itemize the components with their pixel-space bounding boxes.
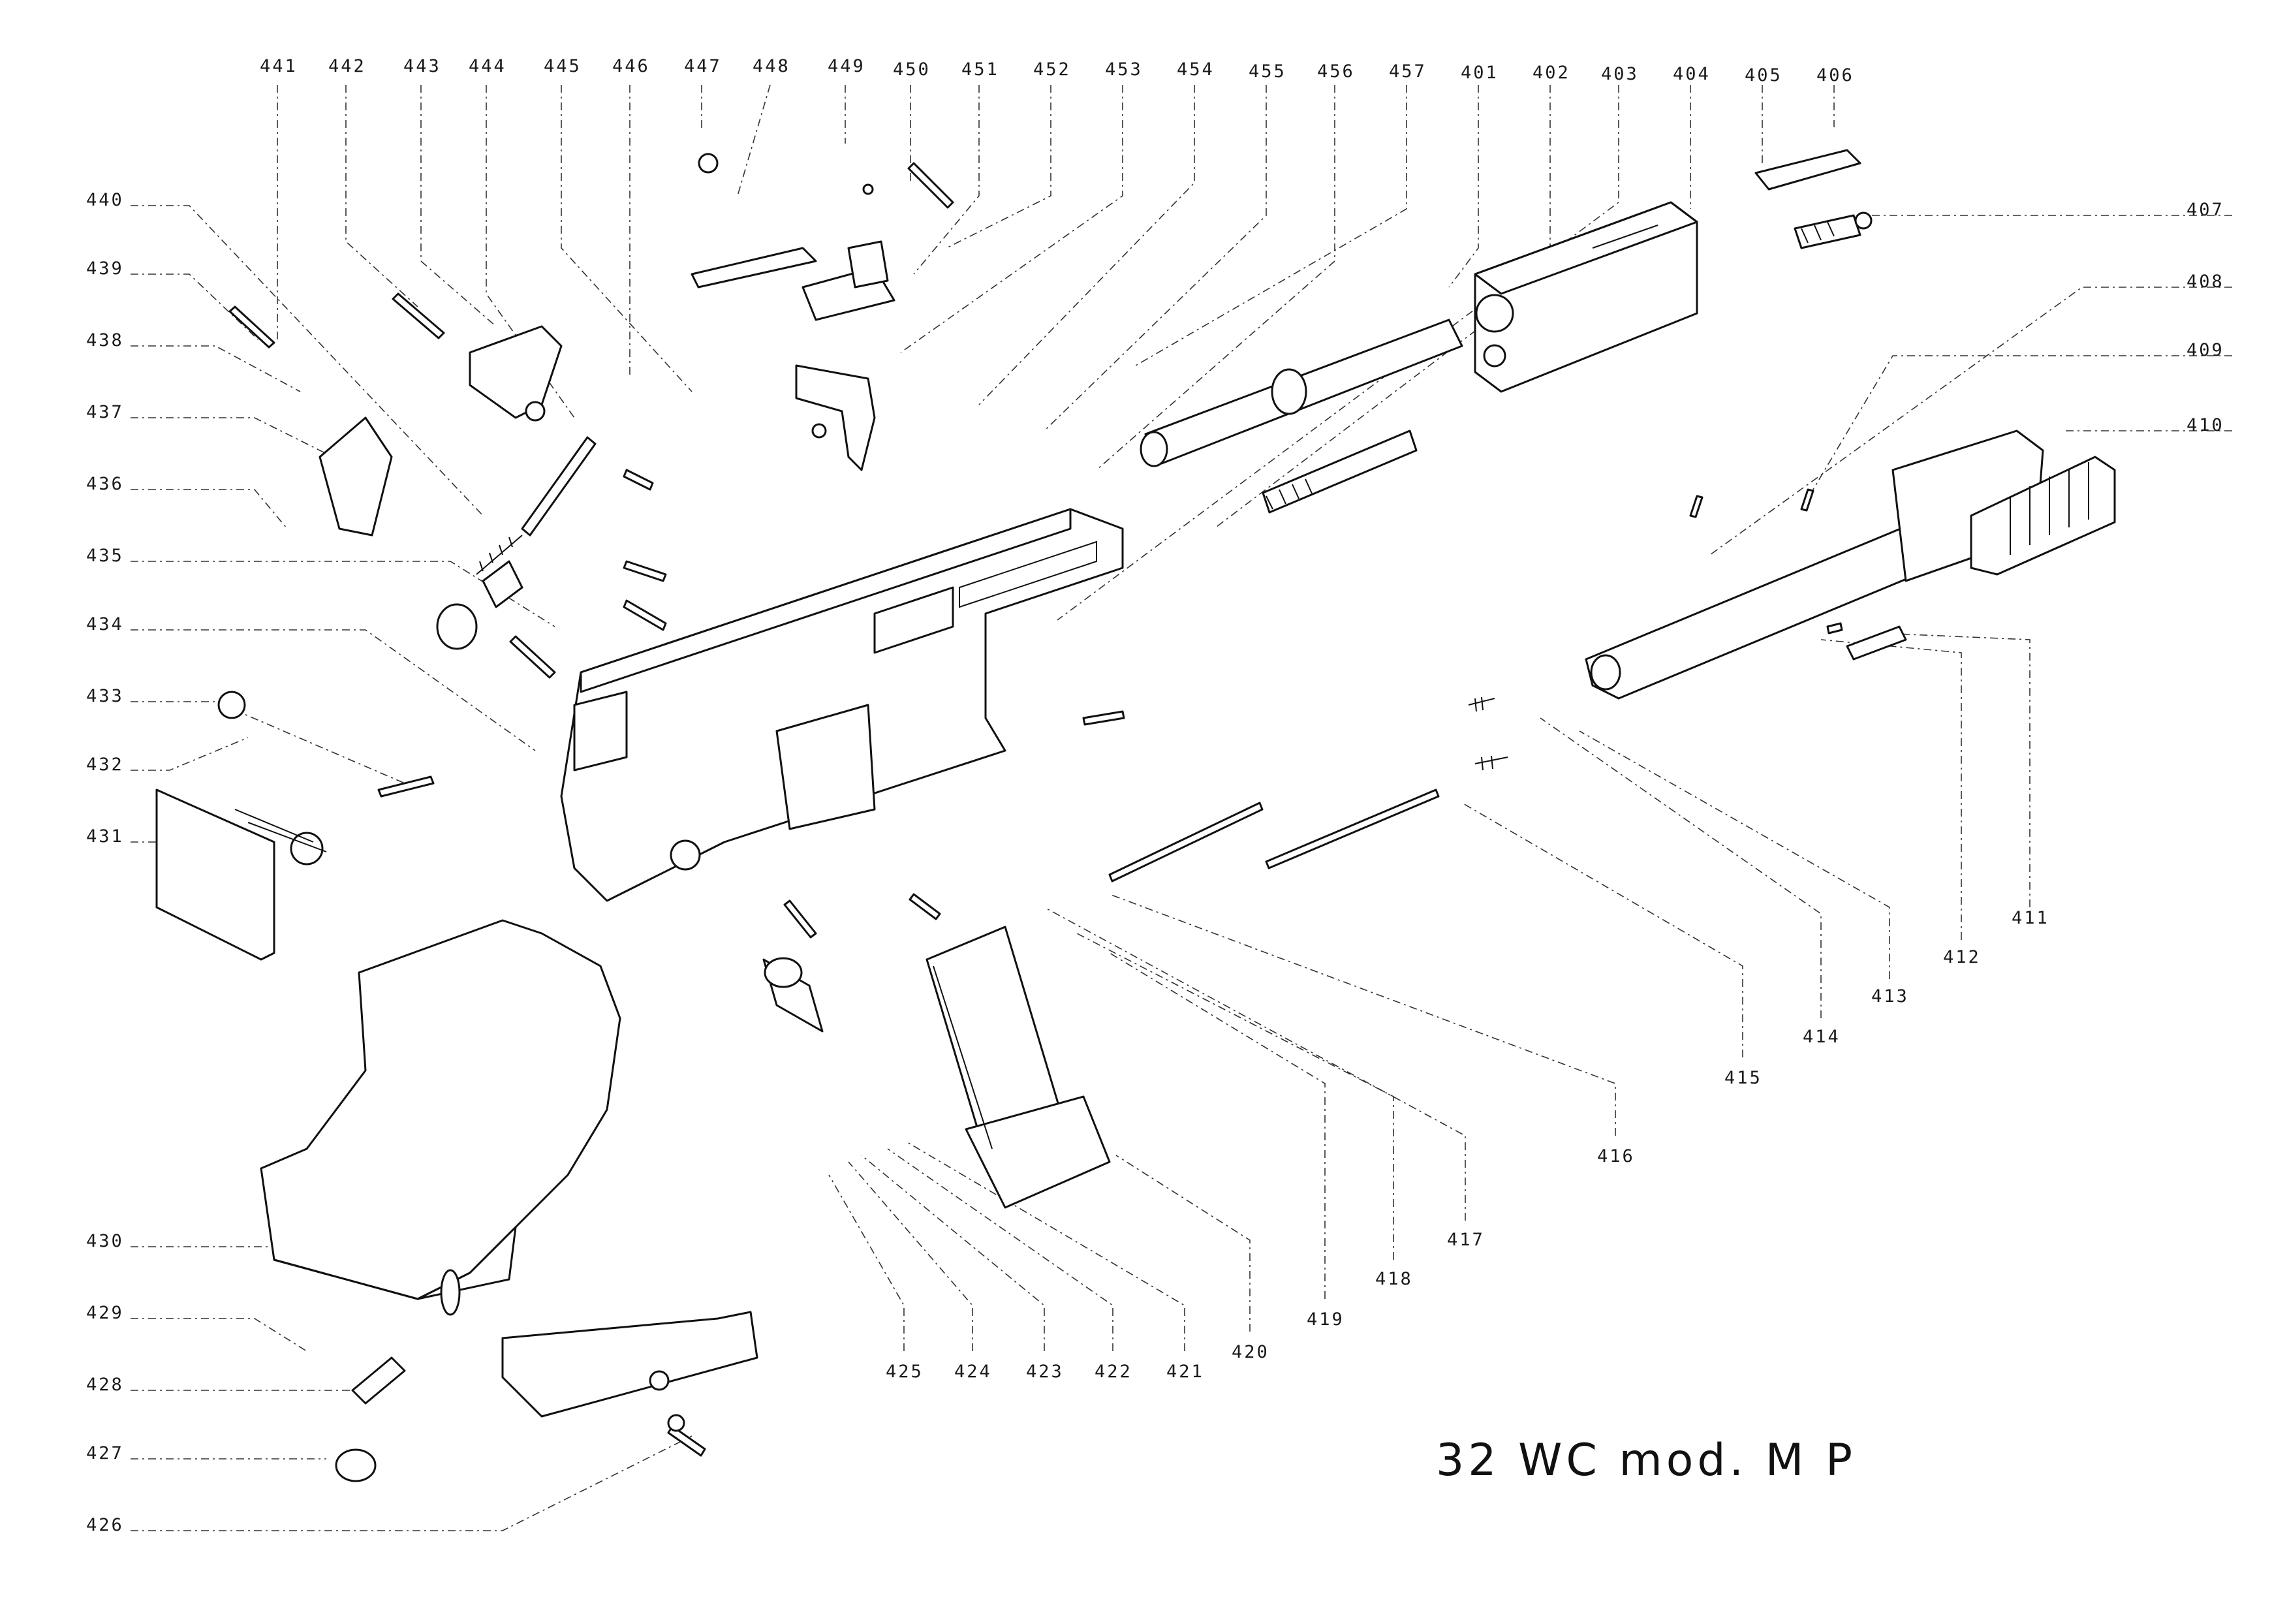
label-432: 432 bbox=[86, 755, 124, 775]
label-411: 411 bbox=[2012, 908, 2049, 928]
label-446: 446 bbox=[612, 56, 650, 76]
label-433: 433 bbox=[86, 686, 124, 706]
label-438: 438 bbox=[86, 330, 124, 351]
side-plate bbox=[155, 691, 327, 961]
label-416: 416 bbox=[1597, 1146, 1635, 1166]
label-419: 419 bbox=[1307, 1309, 1345, 1330]
label-425: 425 bbox=[886, 1362, 924, 1382]
recoil-spring bbox=[436, 535, 523, 650]
label-417: 417 bbox=[1447, 1230, 1485, 1250]
label-405: 405 bbox=[1745, 65, 1782, 86]
grip-base-plate bbox=[501, 1311, 758, 1418]
label-414: 414 bbox=[1803, 1027, 1841, 1047]
label-440: 440 bbox=[86, 190, 124, 210]
label-428: 428 bbox=[86, 1375, 124, 1395]
label-403: 403 bbox=[1601, 64, 1639, 84]
label-408: 408 bbox=[2186, 272, 2224, 292]
label-423: 423 bbox=[1026, 1362, 1064, 1382]
label-451: 451 bbox=[961, 59, 999, 80]
slide-assembly bbox=[1585, 429, 2116, 700]
label-421: 421 bbox=[1166, 1362, 1204, 1382]
label-457: 457 bbox=[1389, 61, 1427, 82]
label-412: 412 bbox=[1943, 947, 1981, 967]
label-413: 413 bbox=[1871, 986, 1909, 1007]
trigger bbox=[795, 364, 876, 471]
label-437: 437 bbox=[86, 402, 124, 422]
pins-and-springs bbox=[228, 162, 1814, 939]
label-420: 420 bbox=[1232, 1342, 1269, 1362]
receiver-block bbox=[1474, 201, 1698, 393]
label-404: 404 bbox=[1673, 64, 1711, 84]
label-448: 448 bbox=[753, 56, 790, 76]
label-444: 444 bbox=[469, 56, 506, 76]
magazine bbox=[926, 926, 1111, 1209]
label-454: 454 bbox=[1177, 59, 1215, 80]
label-431: 431 bbox=[86, 826, 124, 847]
label-430: 430 bbox=[86, 1231, 124, 1251]
grip bbox=[260, 919, 621, 1316]
label-401: 401 bbox=[1461, 63, 1499, 83]
bottom-part-labels: 411 412 413 414 415 416 417 418 419 420 … bbox=[886, 908, 2049, 1382]
rear-sight-parts bbox=[1754, 149, 1873, 249]
label-450: 450 bbox=[893, 59, 931, 80]
label-406: 406 bbox=[1816, 65, 1854, 86]
label-453: 453 bbox=[1105, 59, 1143, 80]
label-443: 443 bbox=[403, 56, 441, 76]
label-422: 422 bbox=[1095, 1362, 1132, 1382]
frame-body bbox=[560, 508, 1124, 902]
label-439: 439 bbox=[86, 258, 124, 279]
label-426: 426 bbox=[86, 1515, 124, 1535]
label-410: 410 bbox=[2186, 415, 2224, 435]
label-441: 441 bbox=[260, 56, 298, 76]
label-456: 456 bbox=[1317, 61, 1355, 82]
label-424: 424 bbox=[954, 1362, 992, 1382]
label-449: 449 bbox=[828, 56, 865, 76]
cocking-piece bbox=[319, 416, 393, 537]
label-418: 418 bbox=[1375, 1269, 1413, 1289]
hammer-block bbox=[469, 325, 563, 422]
label-402: 402 bbox=[1532, 63, 1570, 83]
label-436: 436 bbox=[86, 474, 124, 494]
top-part-labels: 441 442 443 444 445 446 447 448 449 450 … bbox=[260, 56, 1854, 86]
diagram-title: 32 WC mod. M P bbox=[1436, 1435, 1856, 1486]
label-409: 409 bbox=[2186, 340, 2224, 360]
pistol-parts bbox=[155, 149, 2116, 1482]
sear-levers bbox=[691, 153, 895, 321]
label-445: 445 bbox=[544, 56, 582, 76]
label-455: 455 bbox=[1249, 61, 1286, 82]
barrel bbox=[1140, 319, 1463, 514]
label-427: 427 bbox=[86, 1443, 124, 1463]
extractor-parts bbox=[1826, 622, 1907, 661]
left-part-labels: 440 439 438 437 436 435 434 433 432 431 … bbox=[86, 190, 124, 1535]
label-415: 415 bbox=[1724, 1068, 1762, 1088]
label-452: 452 bbox=[1033, 59, 1071, 80]
label-447: 447 bbox=[684, 56, 722, 76]
right-part-labels: 407 408 409 410 bbox=[2186, 200, 2224, 435]
label-434: 434 bbox=[86, 614, 124, 634]
leader-lines bbox=[131, 84, 2232, 1531]
label-442: 442 bbox=[328, 56, 366, 76]
label-435: 435 bbox=[86, 546, 124, 566]
grip-screws bbox=[335, 1356, 706, 1482]
label-429: 429 bbox=[86, 1303, 124, 1323]
label-407: 407 bbox=[2186, 200, 2224, 220]
pivot-sleeve bbox=[762, 957, 824, 1033]
